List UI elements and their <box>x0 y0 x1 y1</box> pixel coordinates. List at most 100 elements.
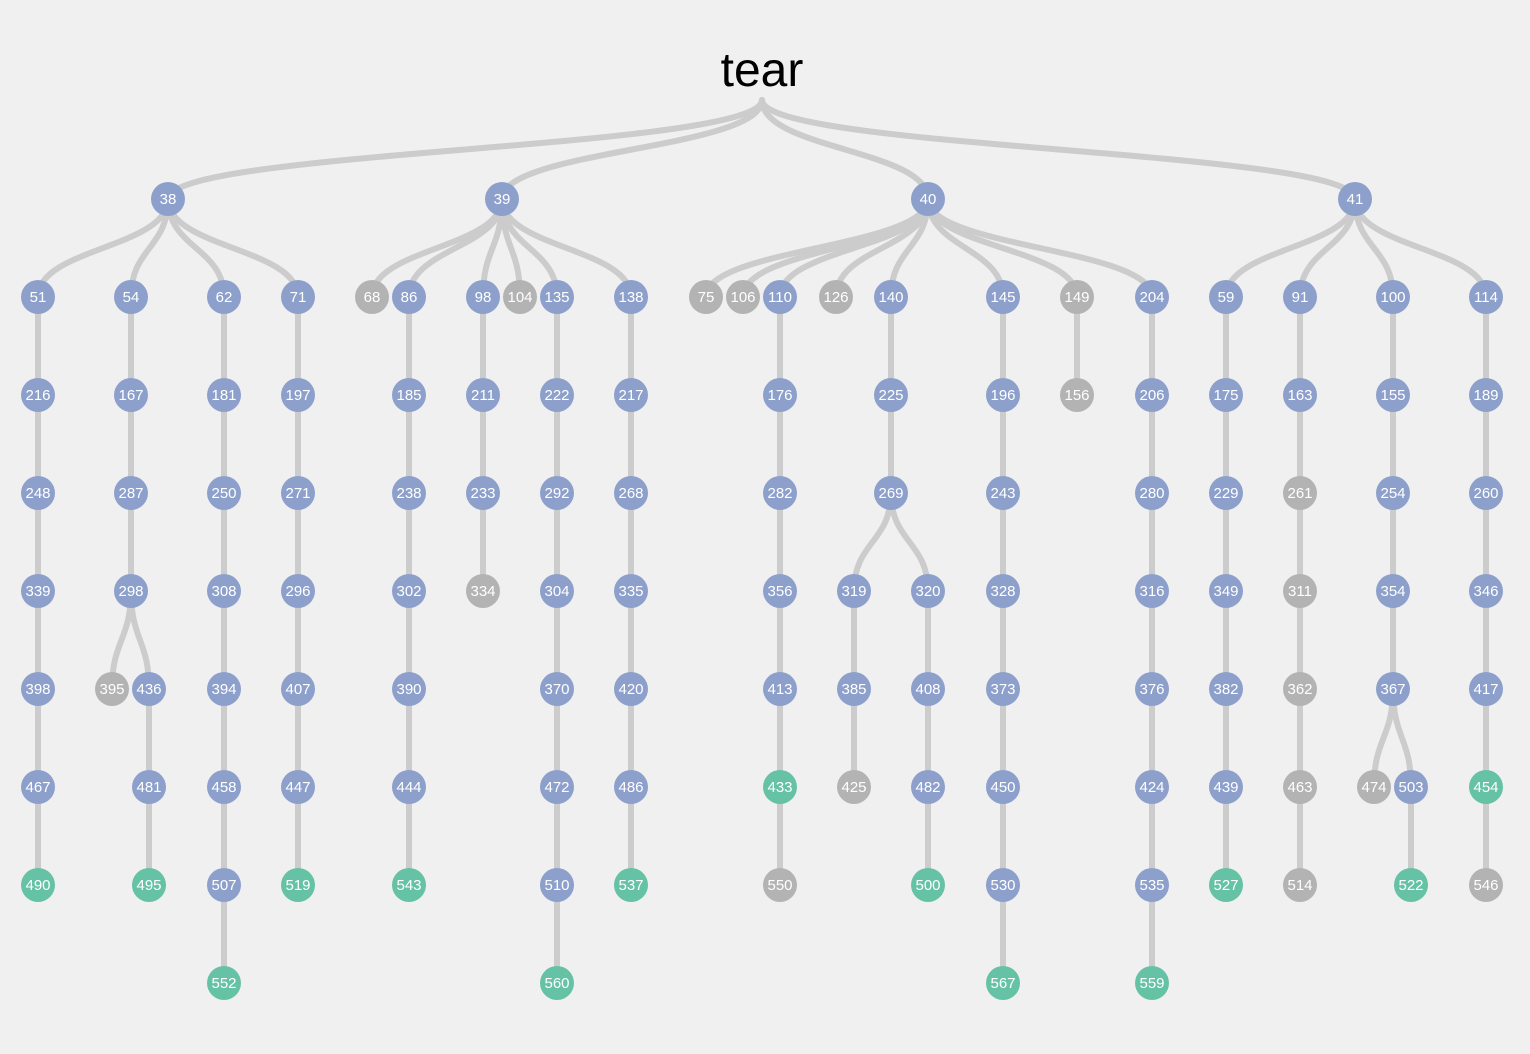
tree-node-425[interactable]: 425 <box>837 770 871 804</box>
tree-node-156[interactable]: 156 <box>1060 378 1094 412</box>
tree-node-91[interactable]: 91 <box>1283 280 1317 314</box>
tree-node-68[interactable]: 68 <box>355 280 389 314</box>
tree-node-510[interactable]: 510 <box>540 868 574 902</box>
tree-node-546[interactable]: 546 <box>1469 868 1503 902</box>
tree-node-519[interactable]: 519 <box>281 868 315 902</box>
tree-node-444[interactable]: 444 <box>392 770 426 804</box>
tree-node-269[interactable]: 269 <box>874 476 908 510</box>
tree-node-114[interactable]: 114 <box>1469 280 1503 314</box>
tree-node-100[interactable]: 100 <box>1376 280 1410 314</box>
tree-node-197[interactable]: 197 <box>281 378 315 412</box>
tree-node-535[interactable]: 535 <box>1135 868 1169 902</box>
tree-node-280[interactable]: 280 <box>1135 476 1169 510</box>
tree-node-302[interactable]: 302 <box>392 574 426 608</box>
tree-node-185[interactable]: 185 <box>392 378 426 412</box>
tree-node-271[interactable]: 271 <box>281 476 315 510</box>
tree-node-40[interactable]: 40 <box>911 182 945 216</box>
tree-node-500[interactable]: 500 <box>911 868 945 902</box>
tree-node-319[interactable]: 319 <box>837 574 871 608</box>
tree-node-507[interactable]: 507 <box>207 868 241 902</box>
tree-node-550[interactable]: 550 <box>763 868 797 902</box>
tree-node-481[interactable]: 481 <box>132 770 166 804</box>
tree-node-181[interactable]: 181 <box>207 378 241 412</box>
tree-node-138[interactable]: 138 <box>614 280 648 314</box>
tree-node-206[interactable]: 206 <box>1135 378 1169 412</box>
tree-node-254[interactable]: 254 <box>1376 476 1410 510</box>
tree-node-176[interactable]: 176 <box>763 378 797 412</box>
tree-node-514[interactable]: 514 <box>1283 868 1317 902</box>
tree-node-145[interactable]: 145 <box>986 280 1020 314</box>
tree-node-225[interactable]: 225 <box>874 378 908 412</box>
tree-node-298[interactable]: 298 <box>114 574 148 608</box>
tree-node-135[interactable]: 135 <box>540 280 574 314</box>
tree-node-175[interactable]: 175 <box>1209 378 1243 412</box>
tree-node-110[interactable]: 110 <box>763 280 797 314</box>
tree-node-354[interactable]: 354 <box>1376 574 1410 608</box>
tree-node-59[interactable]: 59 <box>1209 280 1243 314</box>
tree-node-304[interactable]: 304 <box>540 574 574 608</box>
tree-node-216[interactable]: 216 <box>21 378 55 412</box>
tree-node-472[interactable]: 472 <box>540 770 574 804</box>
tree-node-356[interactable]: 356 <box>763 574 797 608</box>
tree-node-346[interactable]: 346 <box>1469 574 1503 608</box>
tree-node-328[interactable]: 328 <box>986 574 1020 608</box>
tree-node-458[interactable]: 458 <box>207 770 241 804</box>
tree-node-335[interactable]: 335 <box>614 574 648 608</box>
tree-node-71[interactable]: 71 <box>281 280 315 314</box>
tree-node-233[interactable]: 233 <box>466 476 500 510</box>
tree-node-287[interactable]: 287 <box>114 476 148 510</box>
tree-node-522[interactable]: 522 <box>1394 868 1428 902</box>
tree-node-474[interactable]: 474 <box>1357 770 1391 804</box>
tree-node-316[interactable]: 316 <box>1135 574 1169 608</box>
tree-node-229[interactable]: 229 <box>1209 476 1243 510</box>
tree-node-320[interactable]: 320 <box>911 574 945 608</box>
tree-node-385[interactable]: 385 <box>837 672 871 706</box>
tree-node-104[interactable]: 104 <box>503 280 537 314</box>
tree-node-433[interactable]: 433 <box>763 770 797 804</box>
tree-node-367[interactable]: 367 <box>1376 672 1410 706</box>
tree-node-261[interactable]: 261 <box>1283 476 1317 510</box>
tree-node-552[interactable]: 552 <box>207 966 241 1000</box>
tree-node-204[interactable]: 204 <box>1135 280 1169 314</box>
tree-node-140[interactable]: 140 <box>874 280 908 314</box>
tree-node-308[interactable]: 308 <box>207 574 241 608</box>
tree-node-447[interactable]: 447 <box>281 770 315 804</box>
tree-node-495[interactable]: 495 <box>132 868 166 902</box>
tree-node-467[interactable]: 467 <box>21 770 55 804</box>
tree-node-390[interactable]: 390 <box>392 672 426 706</box>
tree-node-86[interactable]: 86 <box>392 280 426 314</box>
tree-node-41[interactable]: 41 <box>1338 182 1372 216</box>
tree-node-436[interactable]: 436 <box>132 672 166 706</box>
tree-node-559[interactable]: 559 <box>1135 966 1169 1000</box>
tree-node-238[interactable]: 238 <box>392 476 426 510</box>
tree-node-408[interactable]: 408 <box>911 672 945 706</box>
tree-node-398[interactable]: 398 <box>21 672 55 706</box>
tree-node-424[interactable]: 424 <box>1135 770 1169 804</box>
tree-node-211[interactable]: 211 <box>466 378 500 412</box>
tree-node-54[interactable]: 54 <box>114 280 148 314</box>
tree-node-282[interactable]: 282 <box>763 476 797 510</box>
tree-node-39[interactable]: 39 <box>485 182 519 216</box>
tree-node-75[interactable]: 75 <box>689 280 723 314</box>
tree-node-439[interactable]: 439 <box>1209 770 1243 804</box>
tree-node-503[interactable]: 503 <box>1394 770 1428 804</box>
tree-node-413[interactable]: 413 <box>763 672 797 706</box>
tree-node-490[interactable]: 490 <box>21 868 55 902</box>
tree-node-417[interactable]: 417 <box>1469 672 1503 706</box>
tree-node-167[interactable]: 167 <box>114 378 148 412</box>
tree-node-537[interactable]: 537 <box>614 868 648 902</box>
tree-node-196[interactable]: 196 <box>986 378 1020 412</box>
tree-node-530[interactable]: 530 <box>986 868 1020 902</box>
tree-node-106[interactable]: 106 <box>726 280 760 314</box>
tree-node-268[interactable]: 268 <box>614 476 648 510</box>
tree-node-38[interactable]: 38 <box>151 182 185 216</box>
tree-node-155[interactable]: 155 <box>1376 378 1410 412</box>
tree-node-149[interactable]: 149 <box>1060 280 1094 314</box>
tree-node-62[interactable]: 62 <box>207 280 241 314</box>
tree-node-334[interactable]: 334 <box>466 574 500 608</box>
tree-node-370[interactable]: 370 <box>540 672 574 706</box>
tree-node-394[interactable]: 394 <box>207 672 241 706</box>
tree-node-567[interactable]: 567 <box>986 966 1020 1000</box>
tree-node-51[interactable]: 51 <box>21 280 55 314</box>
tree-node-382[interactable]: 382 <box>1209 672 1243 706</box>
